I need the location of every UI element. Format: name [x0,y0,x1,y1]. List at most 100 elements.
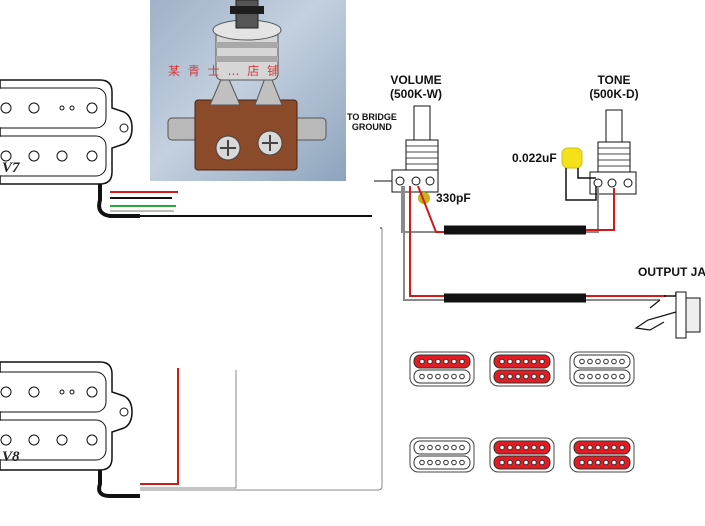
pole-piece [427,373,433,380]
switch-position-5 [489,437,555,473]
pickup-wires [140,215,383,491]
switch-position-1 [409,351,475,387]
photo-watermark: 某 青 士 … 店 铺 [168,64,282,78]
bridge-pickup-label: V8 [2,449,20,465]
switch-position-6 [569,437,635,473]
pole-piece [523,444,529,451]
pole-piece [499,373,505,380]
volume-capacitor-label: 330pF [436,191,471,205]
pole-piece [531,459,537,466]
tone-title: TONE [597,73,631,87]
switch-position-chart [409,351,635,473]
volume-pot [374,105,439,193]
pole-piece [419,358,425,365]
coil-middle [413,369,471,384]
volume-title: VOLUME [390,73,442,87]
pole-piece [451,459,457,466]
output-jack-label: OUTPUT JA [638,265,705,279]
coil-middle [493,369,551,384]
pole-piece [507,358,513,365]
pole-piece [603,459,609,466]
pole-piece [587,459,593,466]
pole-piece [443,444,449,451]
neck-pickup-label: V7 [2,160,20,176]
pole-piece [451,444,457,451]
volume-pot-label: VOLUME (500K-W) [390,73,443,102]
pole-piece [435,358,441,365]
pole-piece [539,459,545,466]
pole-piece [619,459,625,466]
pole-piece [443,358,449,365]
pole-piece [523,373,529,380]
pole-piece [531,444,537,451]
pole-piece [419,444,425,451]
tone-value: (500K-D) [589,86,639,101]
coil-middle [573,369,631,384]
bridge-humbucker [0,361,140,498]
pole-piece [459,459,465,466]
volume-value: (500K-W) [390,86,443,101]
pole-piece [499,459,505,466]
pole-piece [459,358,465,365]
pole-piece [507,459,513,466]
capacitor-0022uf [561,147,583,169]
switch-position-2 [489,351,555,387]
pole-piece [539,373,545,380]
pole-piece [611,373,617,380]
pole-piece [579,373,585,380]
tone-pot-label: TONE (500K-D) [586,73,642,102]
pole-piece [531,373,537,380]
pole-piece [427,444,433,451]
pole-piece [459,444,465,451]
pole-piece [523,459,529,466]
pole-piece [619,358,625,365]
pole-piece [595,459,601,466]
pole-piece [443,373,449,380]
pole-piece [531,358,537,365]
pole-piece [451,358,457,365]
toggle-switch-illustration [167,0,327,171]
pole-piece [595,358,601,365]
pole-piece [499,358,505,365]
pole-piece [515,444,521,451]
pole-piece [515,373,521,380]
pole-piece [459,373,465,380]
pole-piece [539,358,545,365]
tone-pot [589,109,637,195]
switch-position-4 [409,437,475,473]
coil-middle [493,455,551,470]
coil-neck [573,440,631,455]
pole-piece [603,373,609,380]
control-wires [401,185,666,303]
pole-piece [419,373,425,380]
coil-neck [573,354,631,369]
toggle-switch-photo: 某 青 士 … 店 铺 [150,0,346,181]
pole-piece [539,444,545,451]
coil-middle [573,455,631,470]
switch-position-3 [569,351,635,387]
neck-humbucker [0,79,178,218]
pole-piece [611,459,617,466]
coil-neck [413,354,471,369]
pole-piece [515,358,521,365]
coil-neck [413,440,471,455]
pole-piece [427,358,433,365]
coil-neck [493,440,551,455]
pole-piece [435,444,441,451]
pole-piece [619,373,625,380]
pole-piece [579,459,585,466]
pole-piece [579,444,585,451]
pole-piece [579,358,585,365]
pole-piece [435,373,441,380]
pole-piece [451,373,457,380]
pole-piece [619,444,625,451]
pole-piece [515,459,521,466]
pole-piece [603,358,609,365]
pole-piece [603,444,609,451]
pole-piece [595,444,601,451]
pole-piece [427,459,433,466]
pole-piece [499,444,505,451]
pole-piece [595,373,601,380]
pole-piece [419,459,425,466]
